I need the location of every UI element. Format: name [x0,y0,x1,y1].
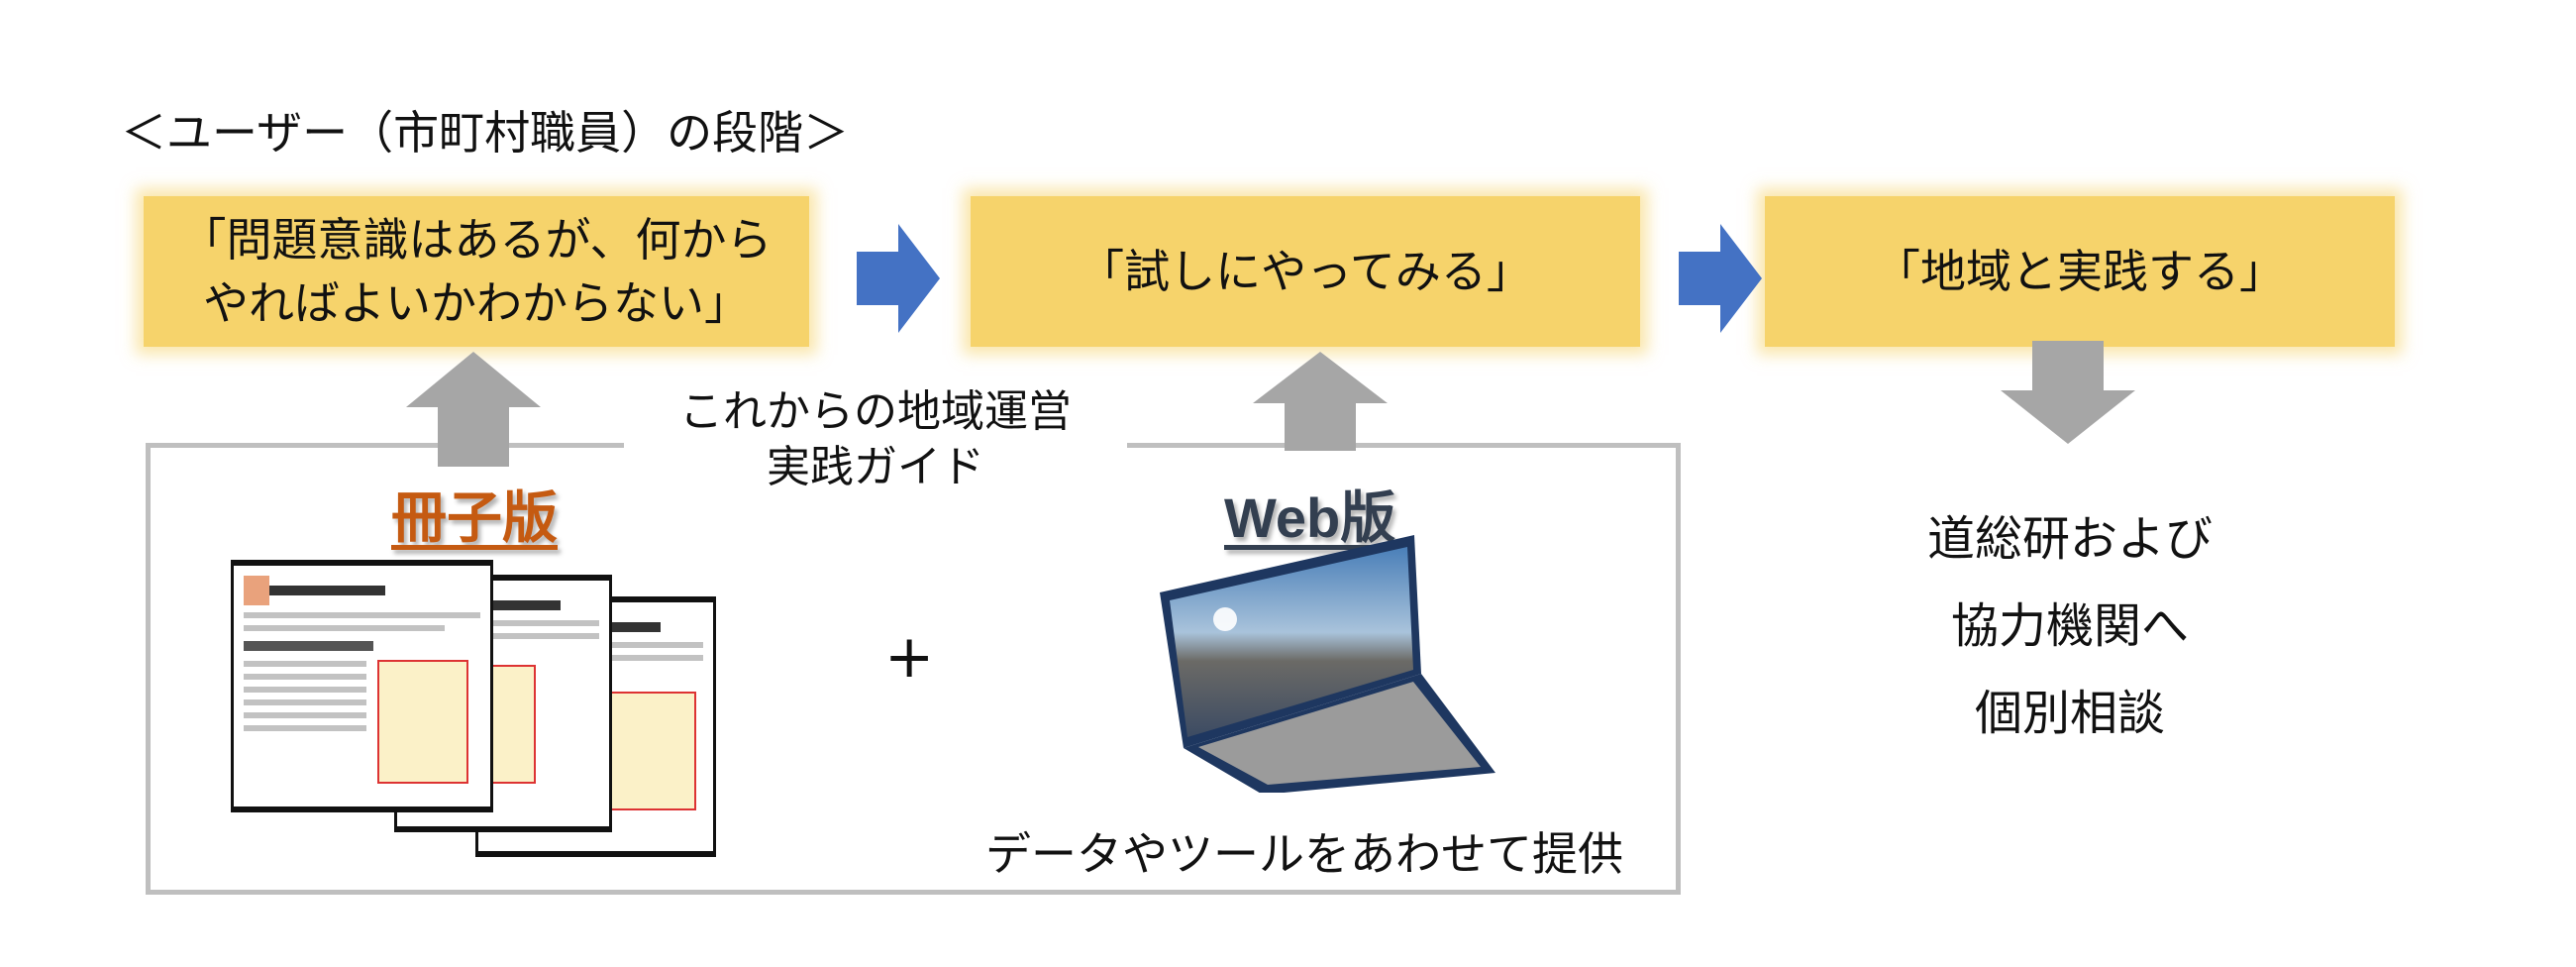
frame-gap [624,436,1127,452]
consult-line: 道総研および [1926,511,2213,567]
stage-text: 「問題意識はあるが、何から [180,213,773,267]
stage-text: 「地域と実践する」 [1875,245,2285,298]
up-arrow-icon [1253,352,1388,451]
provide-text: データやツールをあわせて提供 [985,827,1623,881]
consult-text: 道総研および 協力機関へ 個別相談 [1882,495,2258,757]
web-label: Web版 [1224,486,1396,549]
right-arrow-icon [857,224,940,333]
consult-line: 個別相談 [1974,686,2165,741]
consult-line: 協力機関へ [1950,598,2189,654]
down-arrow-icon [2001,341,2135,444]
booklet-page [231,560,493,812]
guide-title: これからの地域運営 実践ガイド [624,384,1127,495]
laptop-icon [1160,535,1495,793]
stage-text: やればよいかわからない」 [203,276,750,330]
stage-3-box: 「地域と実践する」 [1765,196,2395,347]
right-arrow-icon [1679,224,1762,333]
stage-1-box: 「問題意識はあるが、何から やればよいかわからない」 [144,196,809,347]
guide-title-line: 実践ガイド [767,442,984,492]
page-title: ＜ユーザー（市町村職員）の段階＞ [121,106,850,160]
plus-sign: + [884,622,935,692]
booklet-label: 冊子版 [391,486,558,551]
stage-text: 「試しにやってみる」 [1079,245,1532,298]
stage-2-box: 「試しにやってみる」 [971,196,1640,347]
up-arrow-icon [406,352,541,467]
booklet-pages-image [231,560,716,857]
guide-title-line: これからの地域運営 [679,386,1072,437]
